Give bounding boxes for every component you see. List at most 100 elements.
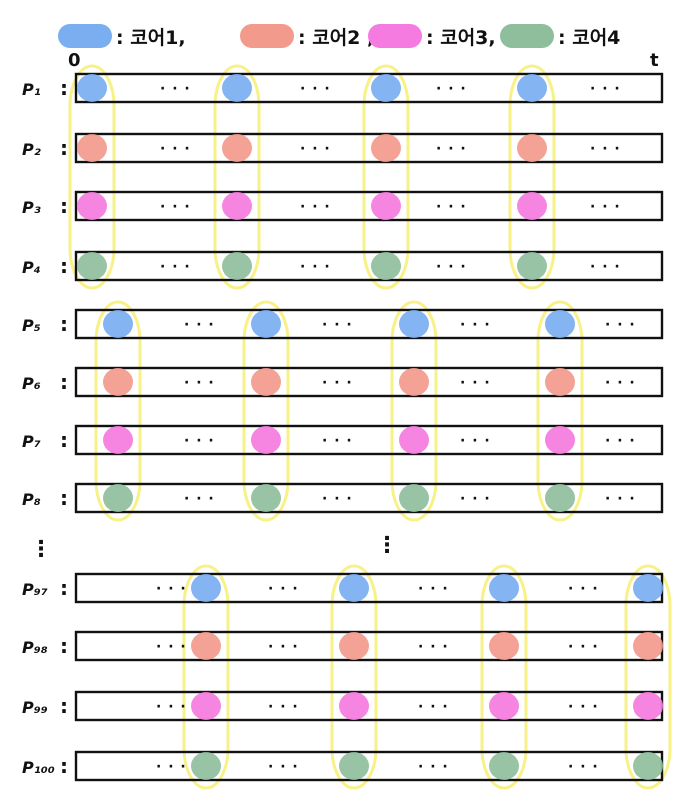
core-2-slot-dot — [191, 632, 221, 660]
vertical-ellipsis-left: ⋮ — [30, 537, 52, 562]
time-ellipsis: · · · — [184, 317, 215, 333]
core-2-slot-dot — [517, 134, 547, 162]
row-colon: : — [60, 312, 68, 336]
process-label: P₁₀₀ — [22, 758, 55, 777]
core-4-slot-dot — [371, 252, 401, 280]
core-2-slot-dot — [77, 134, 107, 162]
core-2-slot-dot — [399, 368, 429, 396]
core-4-slot-dot — [251, 484, 281, 512]
legend-swatch-core-4 — [500, 24, 554, 48]
core-1-slot-dot — [77, 74, 107, 102]
timeline-bar — [74, 366, 664, 398]
process-label: P₉₉ — [22, 698, 48, 717]
highlight-oval-group-2-col-2 — [242, 300, 290, 522]
time-ellipsis: · · · — [160, 199, 191, 215]
core-3-slot-dot — [103, 426, 133, 454]
core-4-slot-dot — [399, 484, 429, 512]
highlight-oval-group-1-col-3 — [362, 64, 410, 290]
process-row: P₉₈:· · ·· · ·· · ·· · · — [22, 630, 664, 662]
row-colon: : — [60, 136, 68, 160]
highlight-oval-group-3-col-1 — [182, 564, 230, 790]
highlight-oval-group-3-col-3 — [480, 564, 528, 790]
process-label: P₅ — [22, 316, 41, 335]
core-1-slot-dot — [517, 74, 547, 102]
core-3-slot-dot — [251, 426, 281, 454]
row-colon: : — [60, 428, 68, 452]
process-row: P₁:· · ·· · ·· · ·· · · — [22, 72, 664, 104]
legend-swatch-core-1 — [58, 24, 112, 48]
legend-label-core-2: : 코어2 , — [298, 27, 374, 49]
time-ellipsis: · · · — [160, 259, 191, 275]
time-ellipsis: · · · — [568, 759, 599, 775]
time-ellipsis: · · · — [590, 81, 621, 97]
time-ellipsis: · · · — [436, 259, 467, 275]
time-axis: 0 t — [68, 50, 659, 71]
highlight-oval-group-3-col-4 — [624, 564, 672, 790]
core-2-slot-dot — [339, 632, 369, 660]
time-ellipsis: · · · — [436, 199, 467, 215]
time-ellipsis: · · · — [605, 433, 636, 449]
time-ellipsis: · · · — [184, 433, 215, 449]
row-colon: : — [60, 754, 68, 778]
process-label: P₃ — [22, 198, 41, 217]
row-colon: : — [60, 634, 68, 658]
core-3-slot-dot — [191, 692, 221, 720]
process-label: P₈ — [22, 490, 41, 509]
process-row: P₄:· · ·· · ·· · ·· · · — [22, 250, 664, 282]
time-ellipsis: · · · — [160, 81, 191, 97]
legend-label-core-4: : 코어4 — [558, 27, 620, 49]
row-colon: : — [60, 486, 68, 510]
time-ellipsis: · · · — [322, 375, 353, 391]
time-ellipsis: · · · — [322, 317, 353, 333]
core-1-slot-dot — [251, 310, 281, 338]
process-row: P₃:· · ·· · ·· · ·· · · — [22, 190, 664, 222]
time-ellipsis: · · · — [436, 141, 467, 157]
time-ellipsis: · · · — [268, 581, 299, 597]
core-1-slot-dot — [103, 310, 133, 338]
axis-end-label: t — [650, 50, 659, 71]
core-2-slot-dot — [371, 134, 401, 162]
time-ellipsis: · · · — [568, 699, 599, 715]
process-label: P₆ — [22, 374, 41, 393]
core-4-slot-dot — [633, 752, 663, 780]
legend-label-core-1: : 코어1, — [116, 27, 186, 49]
legend-swatch-core-3 — [368, 24, 422, 48]
timeline-bar — [74, 190, 664, 222]
highlight-oval-group-2-col-4 — [536, 300, 584, 522]
legend-swatch-core-2 — [240, 24, 294, 48]
time-ellipsis: · · · — [268, 639, 299, 655]
time-ellipsis: · · · — [568, 639, 599, 655]
core-4-slot-dot — [222, 252, 252, 280]
vertical-ellipsis-group: ⋮ ⋮ — [30, 533, 398, 562]
core-4-slot-dot — [489, 752, 519, 780]
time-ellipsis: · · · — [184, 491, 215, 507]
core-3-slot-dot — [371, 192, 401, 220]
time-ellipsis: · · · — [156, 759, 187, 775]
core-2-slot-dot — [251, 368, 281, 396]
time-ellipsis: · · · — [568, 581, 599, 597]
time-ellipsis: · · · — [268, 699, 299, 715]
core-3-slot-dot — [77, 192, 107, 220]
core-3-slot-dot — [399, 426, 429, 454]
core-4-slot-dot — [103, 484, 133, 512]
highlight-ovals — [68, 64, 672, 790]
timeline-bar — [74, 72, 664, 104]
time-ellipsis: · · · — [460, 317, 491, 333]
core-1-slot-dot — [191, 574, 221, 602]
time-ellipsis: · · · — [300, 199, 331, 215]
core-4-slot-dot — [191, 752, 221, 780]
vertical-ellipsis-center: ⋮ — [376, 533, 398, 558]
time-ellipsis: · · · — [590, 141, 621, 157]
highlight-oval-group-1-col-4 — [508, 64, 556, 290]
core-1-slot-dot — [489, 574, 519, 602]
core-1-slot-dot — [545, 310, 575, 338]
time-ellipsis: · · · — [156, 581, 187, 597]
row-colon: : — [60, 194, 68, 218]
process-label: P₉₇ — [22, 580, 48, 599]
legend: : 코어1,: 코어2 ,: 코어3,: 코어4 — [58, 24, 620, 49]
process-label: P₂ — [22, 140, 41, 159]
timeline-bar — [74, 308, 664, 340]
process-label: P₁ — [22, 80, 41, 99]
row-colon: : — [60, 576, 68, 600]
